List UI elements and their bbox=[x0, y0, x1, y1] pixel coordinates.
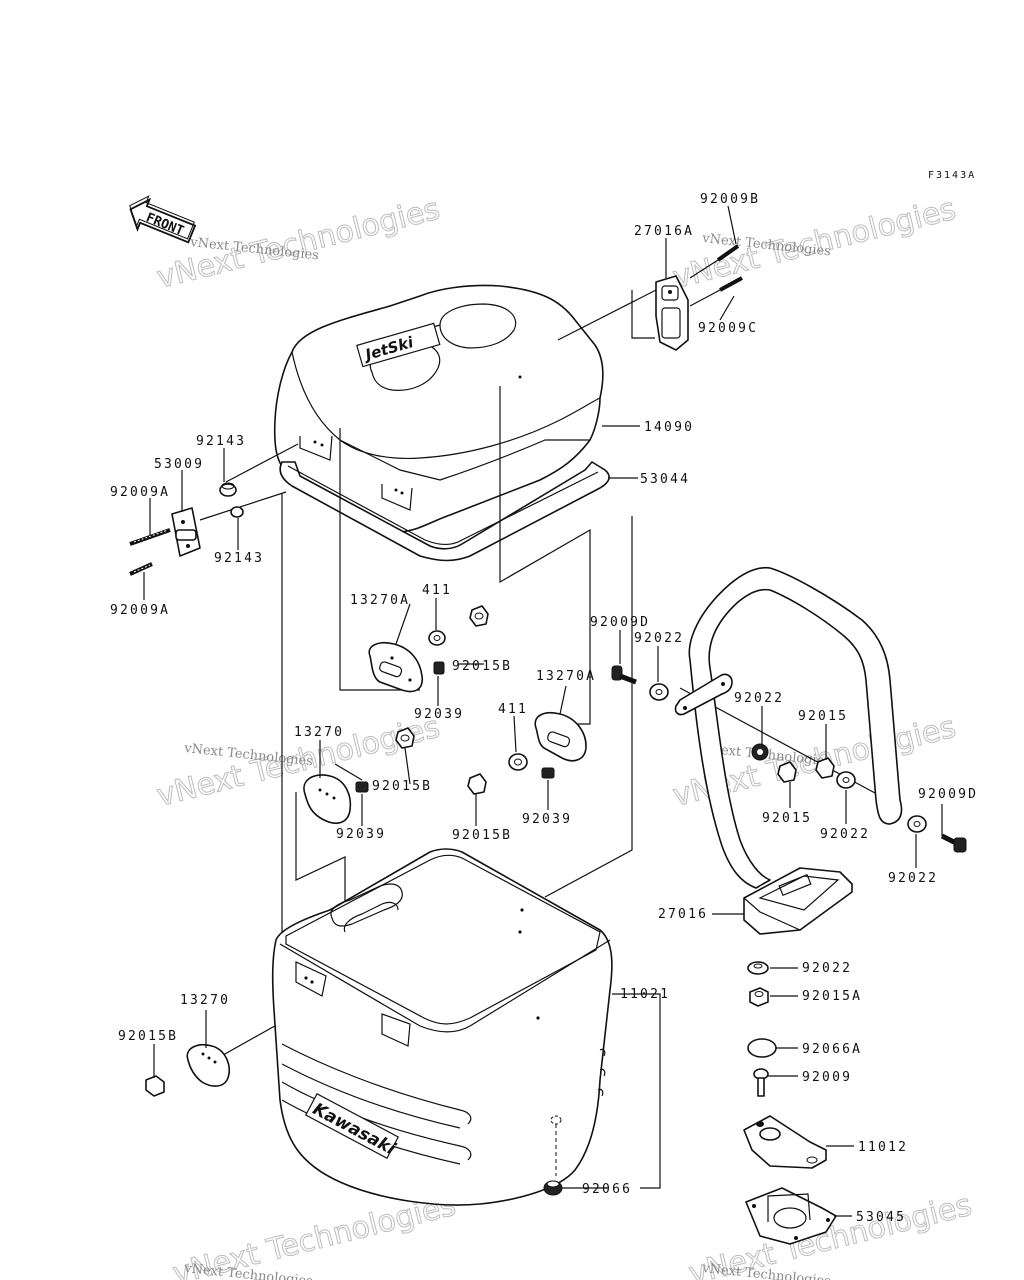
mount-11012 bbox=[743, 1115, 827, 1169]
bolt-92009d-a-icon bbox=[611, 665, 637, 685]
label-92022-a: 92022 bbox=[634, 631, 684, 646]
plate-53045 bbox=[745, 1187, 837, 1245]
screw-92009a-top-icon bbox=[129, 528, 171, 546]
washer-92022-b bbox=[751, 743, 769, 761]
backrest-frame bbox=[674, 566, 903, 889]
label-53009: 53009 bbox=[154, 457, 204, 472]
label-92066a: 92066A bbox=[802, 1042, 862, 1057]
label-92015b-c: 92015B bbox=[452, 828, 512, 843]
cap-92066a bbox=[747, 1038, 777, 1058]
drain-plug-92066 bbox=[543, 1180, 563, 1196]
nut-92015-b bbox=[777, 761, 797, 783]
label-92015-a: 92015 bbox=[798, 709, 848, 724]
label-92009a-top: 92009A bbox=[110, 485, 170, 500]
label-92143-top: 92143 bbox=[196, 434, 246, 449]
label-13270a-right: 13270A bbox=[536, 669, 596, 684]
label-411-right: 411 bbox=[498, 702, 528, 717]
plate-13270a-right bbox=[534, 712, 587, 762]
label-92009: 92009 bbox=[802, 1070, 852, 1085]
label-14090: 14090 bbox=[644, 420, 694, 435]
label-13270-low: 13270 bbox=[180, 993, 230, 1008]
label-92022-d: 92022 bbox=[888, 871, 938, 886]
label-92009d-a: 92009D bbox=[590, 615, 650, 630]
label-13270-mid: 13270 bbox=[294, 725, 344, 740]
label-11021: 11021 bbox=[620, 987, 670, 1002]
nut-92015b-c bbox=[467, 773, 487, 795]
label-92143-bottom: 92143 bbox=[214, 551, 264, 566]
part-labels: 92009B 27016A 92009C 14090 53044 92143 5… bbox=[110, 192, 978, 1225]
nut-92015b-a bbox=[469, 605, 489, 627]
label-92015b-b: 92015B bbox=[372, 779, 432, 794]
label-27016: 27016 bbox=[658, 907, 708, 922]
bolt-92009d-b-icon bbox=[940, 833, 967, 853]
label-53044: 53044 bbox=[640, 472, 690, 487]
label-92015b-a: 92015B bbox=[452, 659, 512, 674]
label-92009a-bottom: 92009A bbox=[110, 603, 170, 618]
label-92066: 92066 bbox=[582, 1182, 632, 1197]
label-411-left: 411 bbox=[422, 583, 452, 598]
label-92009c: 92009C bbox=[698, 321, 758, 336]
plate-13270-low bbox=[186, 1044, 230, 1087]
lid-gasket bbox=[279, 461, 610, 562]
bolt-92039-c bbox=[541, 767, 555, 779]
bolt-92009-icon bbox=[753, 1068, 769, 1097]
spacer-92143-bottom bbox=[230, 506, 244, 518]
label-92015a: 92015A bbox=[802, 989, 862, 1004]
label-92009b: 92009B bbox=[700, 192, 760, 207]
bracket-27016 bbox=[743, 867, 853, 935]
screw-92009b-icon bbox=[689, 244, 740, 279]
label-92039-b: 92039 bbox=[336, 827, 386, 842]
washer-92022-d bbox=[907, 815, 927, 833]
label-92015b-d: 92015B bbox=[118, 1029, 178, 1044]
washer-92022-a bbox=[649, 683, 669, 701]
nut-92015-a bbox=[815, 757, 835, 779]
label-11012: 11012 bbox=[858, 1140, 908, 1155]
plate-13270-mid bbox=[303, 774, 352, 824]
label-13270a-left: 13270A bbox=[350, 593, 410, 608]
nut-92015b-d bbox=[145, 1075, 165, 1097]
washer-92022-c bbox=[836, 771, 856, 789]
plate-13270a-left bbox=[368, 641, 424, 693]
front-arrow-icon: FRONT bbox=[129, 195, 197, 244]
label-92022-c: 92022 bbox=[820, 827, 870, 842]
bolt-92039-a bbox=[433, 661, 445, 675]
nut-92015a bbox=[749, 987, 769, 1007]
latch-27016a bbox=[655, 275, 689, 351]
label-leaders bbox=[143, 205, 943, 1217]
nut-92015b-b bbox=[395, 727, 415, 749]
label-92039-c: 92039 bbox=[522, 812, 572, 827]
label-92022-e: 92022 bbox=[802, 961, 852, 976]
storage-box: Kawasaki bbox=[271, 848, 613, 1206]
figure-code: F3143A bbox=[928, 170, 976, 181]
screw-92009c-icon bbox=[689, 276, 743, 307]
washer-411-right bbox=[508, 753, 528, 771]
label-92039-a: 92039 bbox=[414, 707, 464, 722]
label-27016a: 27016A bbox=[634, 224, 694, 239]
label-92022-b: 92022 bbox=[734, 691, 784, 706]
label-53045: 53045 bbox=[856, 1210, 906, 1225]
bolt-92039-b bbox=[355, 781, 369, 793]
washer-92022-e bbox=[747, 961, 769, 975]
screw-92009a-bottom-icon bbox=[129, 562, 153, 576]
washer-411-left bbox=[428, 630, 446, 646]
spacer-92143-top bbox=[219, 482, 237, 497]
hinge-53009 bbox=[171, 507, 201, 557]
label-92009d-b: 92009D bbox=[918, 787, 978, 802]
label-92015-b: 92015 bbox=[762, 811, 812, 826]
lid: JetSki bbox=[273, 284, 604, 533]
